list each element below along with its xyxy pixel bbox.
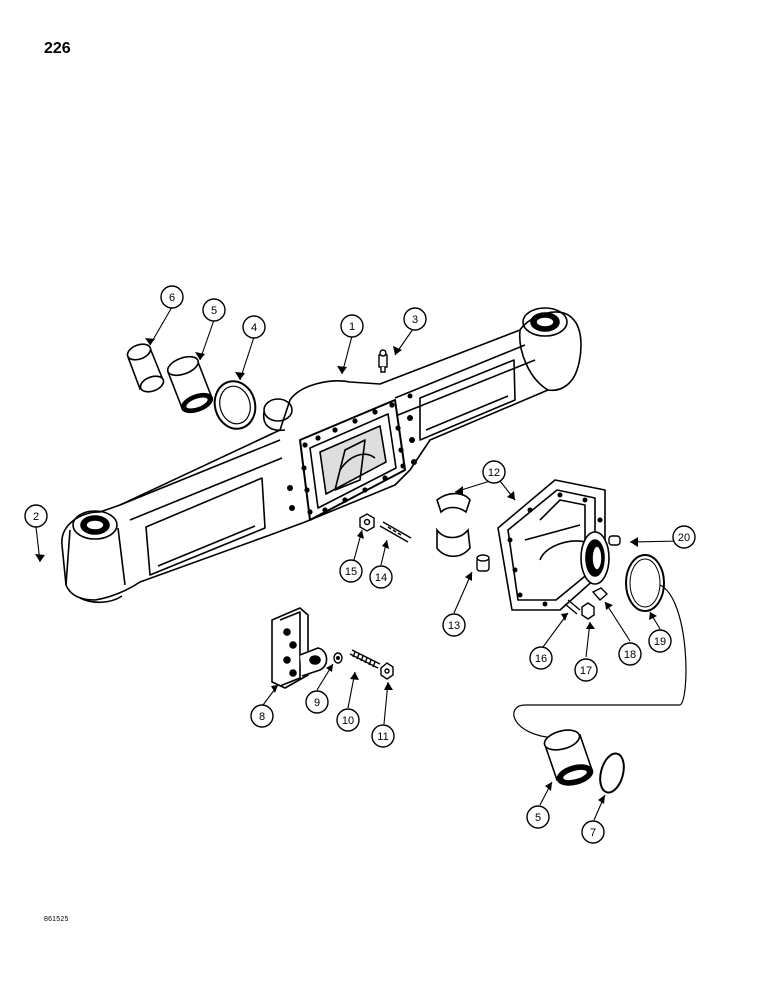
callout-5-lower-label: 5 — [535, 812, 541, 824]
arrowheads — [35, 338, 657, 804]
callout-11: 11 — [371, 724, 395, 748]
callout-9-label: 9 — [314, 697, 320, 709]
callout-8-label: 8 — [259, 711, 265, 723]
callout-5-label: 5 — [211, 305, 217, 317]
bushing-5-lower — [543, 729, 594, 786]
page-number: 226 — [44, 40, 71, 57]
callout-2-label: 2 — [33, 511, 39, 523]
callout-20: 20 — [672, 525, 696, 549]
callout-18-label: 18 — [624, 649, 636, 661]
callout-6-label: 6 — [169, 292, 175, 304]
callouts: 6 5 4 1 3 2 12 20 15 14 13 16 17 18 19 8… — [24, 285, 696, 844]
callout-5: 5 — [202, 298, 226, 322]
axle-housing — [61, 307, 582, 604]
bracket-8 — [271, 607, 328, 689]
callout-20-label: 20 — [678, 532, 690, 544]
callout-17: 17 — [574, 658, 598, 682]
plug-20 — [608, 535, 621, 546]
callout-14: 14 — [369, 565, 393, 589]
callout-19-label: 19 — [654, 636, 666, 648]
callout-12: 12 — [482, 460, 506, 484]
callout-11-label: 11 — [377, 731, 388, 743]
hub-carrier-12 — [497, 479, 610, 611]
callout-7-label: 7 — [590, 827, 596, 839]
seal-4 — [213, 380, 257, 430]
figure-code: 861525 — [44, 916, 69, 923]
callout-5-lower: 5 — [526, 805, 550, 829]
bolt-10 — [349, 649, 381, 669]
callout-8: 8 — [250, 704, 274, 728]
plug-18 — [591, 587, 609, 601]
callout-16-label: 16 — [535, 653, 547, 665]
stud-14 — [379, 521, 412, 543]
nut-17 — [581, 602, 595, 620]
callout-10: 10 — [336, 708, 360, 732]
callout-15-label: 15 — [345, 566, 357, 578]
dowel-13 — [476, 554, 490, 572]
callout-3: 3 — [403, 307, 427, 331]
callout-13-label: 13 — [448, 620, 460, 632]
callout-1-label: 1 — [349, 321, 355, 333]
callout-4: 4 — [242, 315, 266, 339]
callout-7: 7 — [581, 820, 605, 844]
bushing-6 — [126, 343, 165, 393]
nut-11 — [380, 662, 394, 680]
callout-14-label: 14 — [375, 572, 387, 584]
callout-18: 18 — [618, 642, 642, 666]
washer-9 — [333, 652, 343, 664]
callout-9: 9 — [305, 690, 329, 714]
callout-16: 16 — [529, 646, 553, 670]
callout-3-label: 3 — [412, 314, 418, 326]
nut-15 — [359, 513, 375, 532]
callout-15: 15 — [339, 559, 363, 583]
clamp-half-12 — [436, 492, 471, 558]
callout-4-label: 4 — [251, 322, 257, 334]
callout-19: 19 — [648, 629, 672, 653]
stud-16 — [564, 599, 581, 615]
callout-2: 2 — [24, 504, 48, 528]
grease-fitting-3 — [378, 349, 388, 373]
callout-10-label: 10 — [342, 715, 354, 727]
reference-line — [513, 584, 687, 739]
callout-12-label: 12 — [488, 467, 500, 479]
bushing-5-upper — [166, 355, 214, 414]
callout-1: 1 — [340, 314, 364, 338]
callout-6: 6 — [160, 285, 184, 309]
o-ring-7 — [599, 752, 625, 794]
seal-ring-19 — [625, 554, 665, 612]
callout-13: 13 — [442, 613, 466, 637]
face-bolt-holes — [287, 393, 417, 515]
callout-17-label: 17 — [580, 665, 592, 677]
